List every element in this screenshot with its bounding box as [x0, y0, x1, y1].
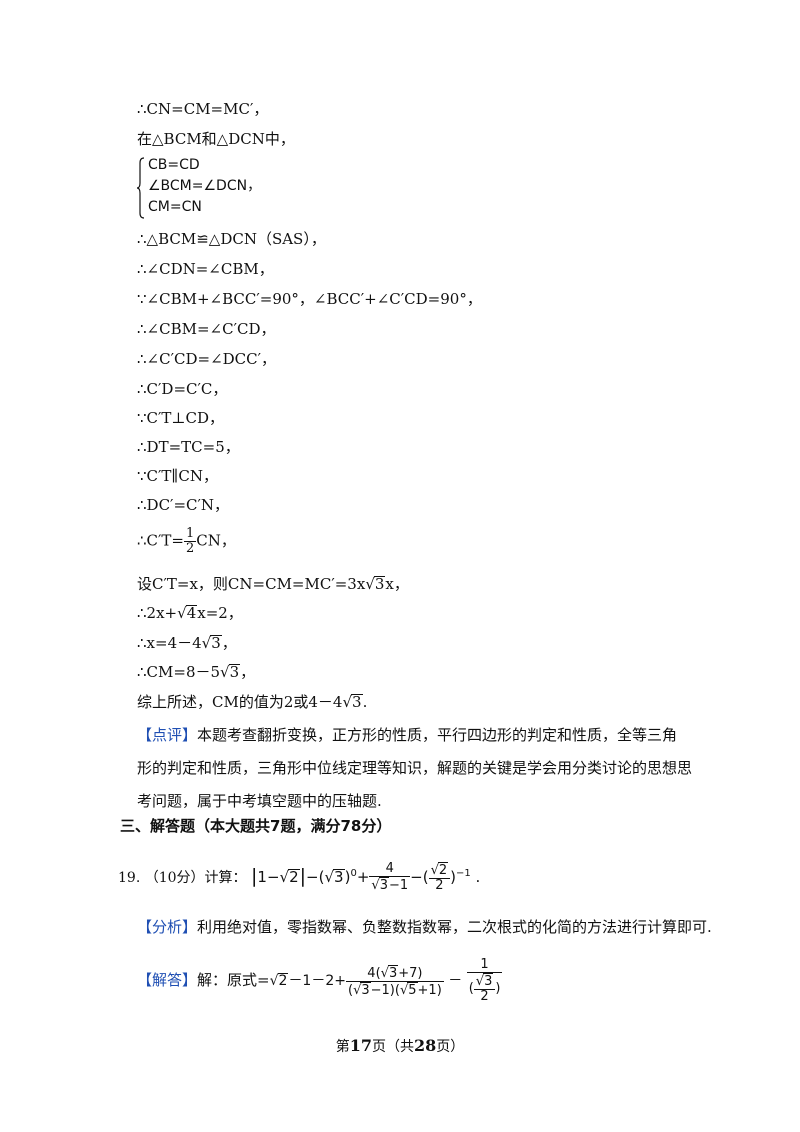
system-line-2: ∠BCM=∠DCN， — [148, 178, 262, 194]
proof-line-5: ∵∠CBM+∠BCC′=90°，∠BCC′+∠C′CD=90°， — [137, 290, 482, 308]
eq-radicand: 4 — [185, 604, 198, 622]
answer-tag: 【解答】 — [137, 971, 198, 989]
proof-line-summary: 综上所述，CM的值为2或4－4√3. — [137, 692, 367, 712]
footer-total-pages: 28 — [414, 1036, 437, 1055]
eq-suffix: x=2， — [197, 604, 243, 622]
proof-line-eq: ∴2x+√4x=2， — [137, 603, 243, 623]
proof-line-7: ∴∠C′CD=∠DCC′， — [137, 350, 277, 368]
proof-line-x: ∴x=4－4√3， — [137, 633, 237, 653]
x-suffix: ， — [221, 634, 237, 652]
proof-line-6: ∴∠CBM=∠C′CD， — [137, 320, 276, 338]
answer-line: 【解答】解：原式=√2－1－2+4(√3+7)(√3−1)(√5+1) － 1(… — [137, 957, 503, 1004]
footer-middle: 页（共 — [372, 1039, 414, 1055]
x-prefix: ∴x=4－4 — [137, 634, 202, 652]
half-numerator: 1 — [184, 526, 197, 542]
cm-radicand: 3 — [228, 663, 241, 681]
equation-system: CB=CD ∠BCM=∠DCN， CM=CN — [137, 155, 277, 225]
proof-line-2: 在△BCM和△DCN中， — [137, 130, 295, 148]
set-prefix: 设C′T=x，则CN=CM=MC′=3x — [137, 575, 366, 593]
footer-page-number: 17 — [349, 1036, 372, 1055]
proof-line-11: ∵C′T∥CN， — [137, 467, 218, 485]
section-title: 三、解答题（本大题共7题，满分78分） — [120, 817, 392, 835]
comment-paragraph: 【点评】本题考查翻折变换，正方形的性质，平行四边形的判定和性质，全等三角形的判定… — [137, 719, 692, 818]
summary-suffix: . — [362, 693, 368, 711]
proof-line-10: ∴DT=TC=5， — [137, 438, 240, 456]
system-line-3: CM=CN — [148, 199, 202, 215]
footer-prefix: 第 — [335, 1039, 350, 1055]
page-footer: 第17页（共28页） — [0, 1036, 800, 1056]
comment-tag: 【点评】 — [137, 726, 198, 744]
sqrt-icon: √ — [201, 634, 212, 652]
proof-line-4: ∴∠CDN=∠CBM， — [137, 260, 274, 278]
cm-suffix: ， — [240, 663, 256, 681]
comment-text: 本题考查翻折变换，正方形的性质，平行四边形的判定和性质，全等三角形的判定和性质，… — [137, 726, 693, 810]
summary-prefix: 综上所述，CM的值为2或4－4 — [137, 693, 343, 711]
proof-line-9: ∵C′T⊥CD， — [137, 409, 225, 427]
proof-line-3: ∴△BCM≌△DCN（SAS）， — [137, 230, 326, 248]
analysis-tag: 【分析】 — [137, 918, 198, 936]
system-line-1: CB=CD — [148, 157, 200, 173]
analysis-line: 【分析】利用绝对值，零指数幂、负整数指数幂，二次根式的化简的方法进行计算即可. — [137, 917, 712, 937]
set-suffix: x， — [385, 575, 409, 593]
set-radicand: 3 — [373, 575, 386, 593]
eq-prefix: ∴2x+ — [137, 604, 178, 622]
half-denominator: 2 — [186, 541, 195, 556]
proof-line-cm: ∴CM=8－5√3， — [137, 662, 255, 682]
sqrt-icon: √ — [365, 575, 375, 593]
question-score: （10分）计算： — [144, 870, 247, 886]
answer-text: 解：原式= — [197, 971, 270, 989]
sqrt-icon: √ — [177, 604, 187, 622]
sqrt-icon: √ — [342, 693, 353, 711]
question-number: 19. — [118, 870, 141, 886]
proof-line-12: ∴DC′=C′N， — [137, 496, 230, 514]
proof-line-set: 设C′T=x，则CN=CM=MC′=3x√3x， — [137, 574, 409, 594]
summary-radicand: 3 — [351, 693, 363, 711]
left-brace-icon — [137, 157, 145, 219]
cm-prefix: ∴CM=8－5 — [137, 663, 221, 681]
half-prefix: ∴C′T= — [137, 531, 184, 550]
proof-line-1: ∴CN=CM=MC′， — [137, 100, 269, 118]
sqrt-icon: √ — [220, 663, 230, 681]
x-radicand: 3 — [210, 634, 222, 652]
half-suffix: CN， — [196, 531, 236, 550]
proof-line-8: ∴C′D=C′C， — [137, 380, 228, 398]
analysis-text: 利用绝对值，零指数幂、负整数指数幂，二次根式的化简的方法进行计算即可. — [197, 918, 712, 936]
footer-suffix: 页） — [436, 1039, 465, 1055]
